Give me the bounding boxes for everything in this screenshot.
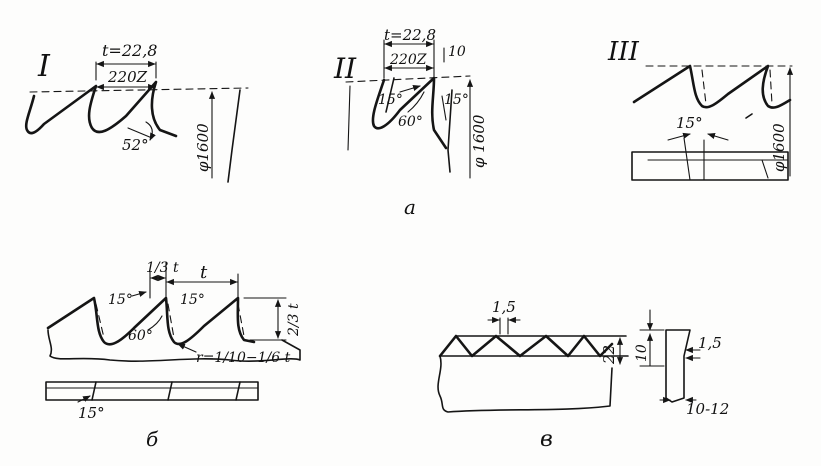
view-II-front-face [385, 77, 395, 113]
panel-b-strip-slot-2 [167, 381, 173, 401]
panel-b-radius-label: r=1/10−1/6 t [196, 350, 291, 366]
view-I-saw-circle-dashed [29, 87, 249, 93]
view-II-angle-60-arc [407, 91, 425, 113]
view-III: III 15° φ1600 [607, 37, 794, 181]
view-II-angle-left-label: 15° [378, 92, 403, 108]
view-III-tooth-profile [632, 64, 792, 109]
panel-v-height-label: 22 [600, 345, 618, 365]
panel-b-radius-leader [177, 343, 197, 353]
view-II-pitch-label: t=22,8 [384, 26, 436, 44]
view-III-roman-label: III [607, 37, 640, 67]
view-I: I t=22,8 220Z 52° φ1600 [24, 41, 249, 183]
panel-v-section-hatched [665, 329, 691, 403]
panel-a-label: а [404, 195, 416, 219]
panel-v-label: в [540, 427, 553, 452]
view-II-section-edge [447, 89, 453, 173]
panel-b-label: б [146, 427, 159, 451]
panel-b-angle-15-a-label: 15° [108, 292, 133, 308]
view-III-blade-strip [631, 151, 789, 181]
panel-b-body-outline [47, 329, 301, 362]
view-I-angle-arc [145, 121, 156, 141]
view-II-dim-10-label: 10 [448, 44, 466, 60]
view-II: II t=22,8 220Z 10 15° 60° 15° φ 1600 [333, 26, 488, 179]
view-II-tooth-profile [371, 76, 448, 150]
panel-b-tooth-dashed-2 [167, 303, 175, 339]
view-III-tooth-dashed-2 [769, 69, 773, 105]
panel-b-two-thirds-label: 2/3 t [286, 303, 302, 337]
panel-b-bottom-angle-arrow [77, 395, 91, 403]
panel-b-strip-slot-1 [91, 381, 97, 401]
view-II-roman-label: II [333, 52, 357, 85]
panel-b-angle-60-arc [147, 315, 163, 331]
view-II-diameter-label: φ 1600 [470, 114, 488, 168]
panel-b-bottom-angle-label: 15° [78, 404, 105, 422]
panel-b-angle-15-a-arrow [131, 290, 147, 297]
view-I-angle-leader [127, 127, 153, 139]
view-I-span-label: 220Z [107, 68, 148, 86]
view-III-angle-arrow-left [667, 132, 691, 141]
view-I-angle-label: 52° [122, 136, 149, 154]
view-II-left-edge [347, 85, 351, 151]
view-II-span-label: 220Z [389, 52, 427, 68]
view-III-tooth-dashed-1 [701, 69, 707, 105]
panel-b-blade-strip [45, 381, 259, 401]
panel-b-tooth-dashed-3 [237, 303, 245, 337]
panel-v-width-top-label: 1,5 [492, 298, 516, 316]
panel-b-angle-60-label: 60° [128, 328, 153, 344]
view-II-angle-60-label: 60° [398, 114, 423, 130]
view-III-angle-label: 15° [676, 114, 703, 132]
panel-b-angle-15-b-label: 15° [180, 292, 205, 308]
view-II-saw-circle-dashed [345, 75, 471, 83]
panel-v-dim-10-label: 10 [634, 344, 650, 362]
view-III-angle-arrow-right [707, 133, 729, 141]
panel-b-tooth-dashed-1 [95, 303, 105, 339]
panel-v: 1,5 22 10 1,5 10-12 [437, 298, 729, 418]
panel-b: 1/3 t t 15° 15° 60° 2/3 t r=1/10−1/6 t 1… [45, 260, 302, 422]
view-III-angle-line-1 [683, 137, 691, 181]
panel-v-tooth-profile [438, 334, 614, 358]
view-II-angle-left-arrow [399, 85, 421, 93]
panel-b-third-t-label: 1/3 t [146, 260, 179, 276]
view-II-angle-right-leader [441, 95, 447, 121]
view-I-roman-label: I [37, 49, 51, 84]
panel-v-thickness-label: 10-12 [686, 400, 729, 418]
view-I-tooth-profile [24, 80, 178, 138]
view-III-strip-slot [761, 159, 769, 179]
panel-b-strip-slot-3 [235, 381, 241, 401]
view-III-diameter-label: φ1600 [770, 123, 788, 172]
panel-v-body-outline [437, 355, 613, 413]
view-I-diameter-label: φ1600 [194, 123, 212, 172]
panel-b-t-label: t [200, 262, 208, 283]
view-II-angle-right-label: 15° [444, 92, 469, 108]
view-I-section-edge [227, 89, 241, 183]
panel-v-dim-15-label: 1,5 [698, 334, 722, 352]
view-I-pitch-label: t=22,8 [102, 41, 157, 60]
view-III-mark [745, 113, 753, 119]
